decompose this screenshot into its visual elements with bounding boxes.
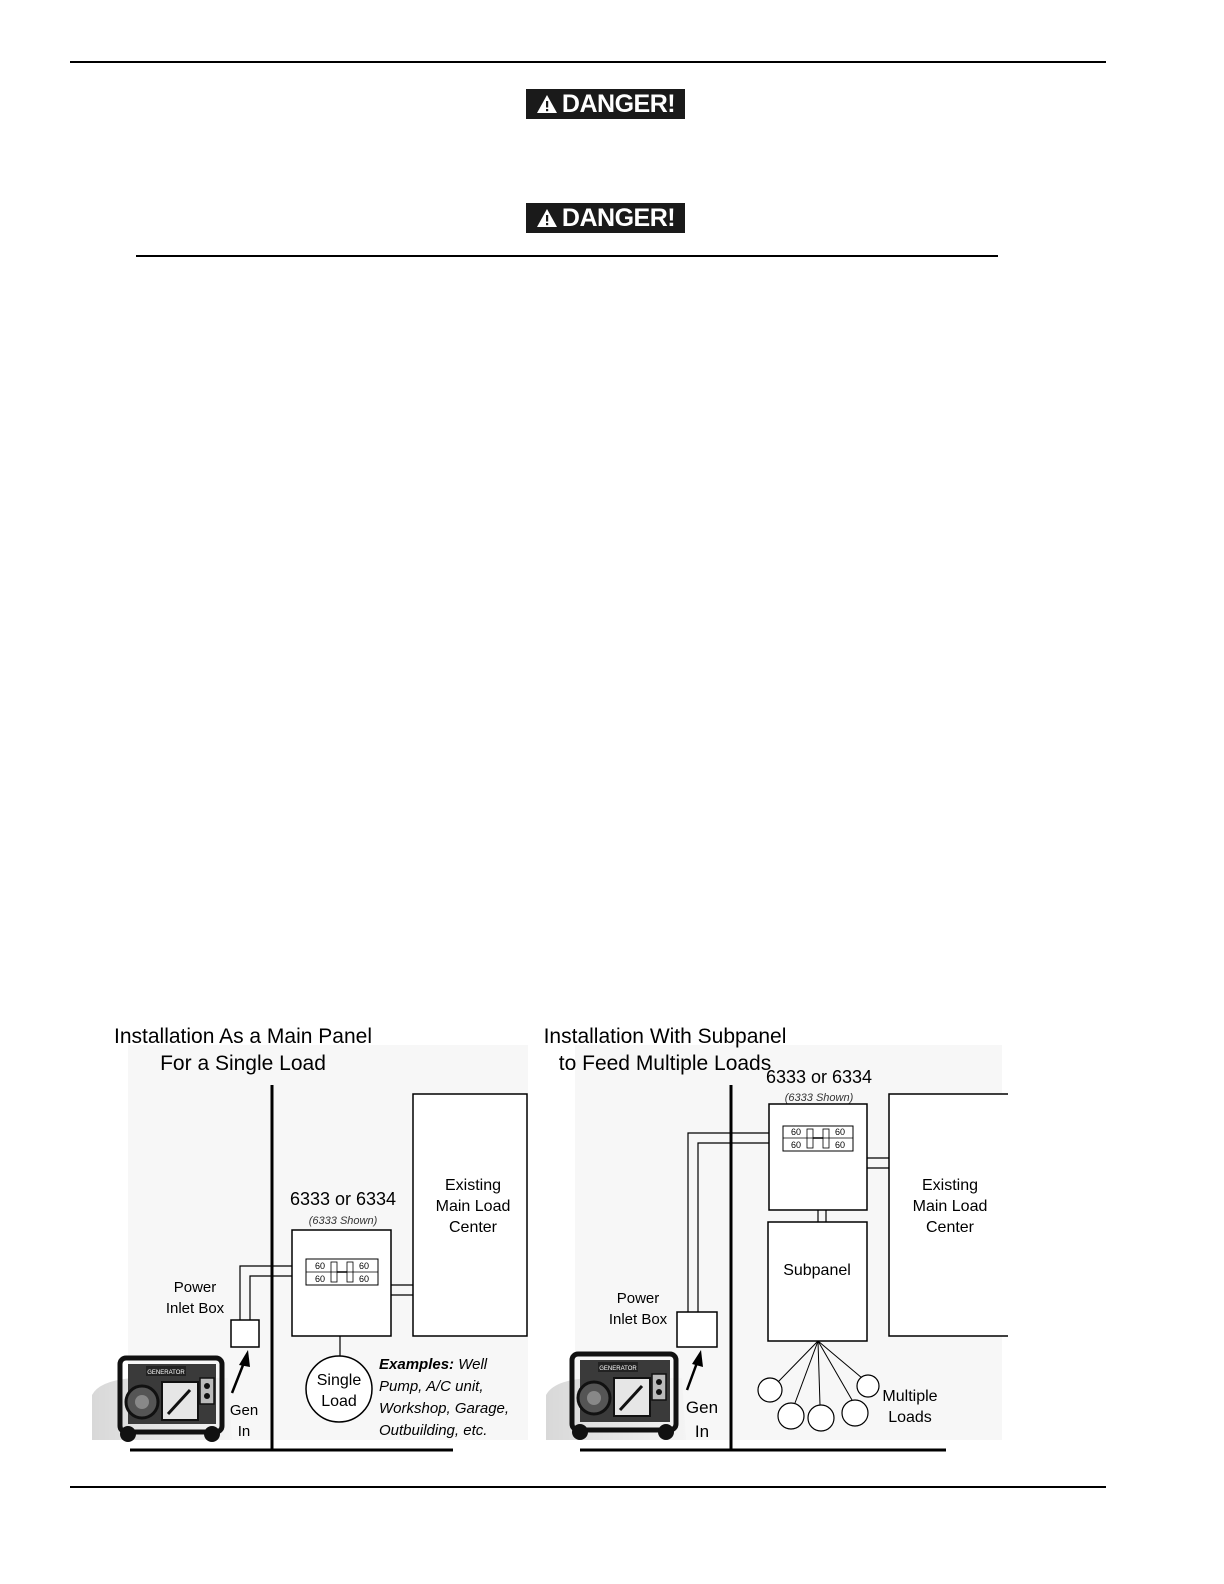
left-main-load-line2: Main Load (436, 1198, 511, 1215)
right-main-load-center (888, 1093, 1020, 1337)
danger-label: DANGER! (561, 203, 676, 232)
left-breaker-value: 60 (359, 1274, 369, 1284)
top-rule (70, 61, 1106, 63)
right-subpanel-label: Subpanel (783, 1262, 851, 1279)
left-inlet-line2: Inlet Box (166, 1300, 225, 1317)
right-main-load-line2: Main Load (913, 1198, 988, 1215)
section-rule (136, 255, 998, 257)
warning-icon (536, 95, 557, 113)
load-circle (807, 1404, 835, 1432)
warning-icon (536, 209, 557, 227)
left-model-label: 6333 or 6334 (290, 1189, 396, 1209)
bottom-rule (70, 1486, 1106, 1488)
left-main-load-line1: Existing (445, 1177, 501, 1194)
right-transfer-panel (768, 1103, 868, 1211)
right-power-inlet-box (676, 1311, 718, 1348)
danger-label: DANGER! (561, 89, 676, 118)
right-loads-line2: Loads (888, 1409, 932, 1426)
left-examples-line1: Examples: Well (379, 1356, 488, 1373)
left-main-load-center (412, 1093, 528, 1337)
right-breaker-value: 60 (791, 1127, 801, 1137)
left-single-load (305, 1355, 373, 1423)
left-gen-line1: Gen (230, 1402, 258, 1419)
right-loads-line1: Multiple (882, 1388, 937, 1405)
left-power-inlet-box (230, 1319, 260, 1348)
left-generator-illustration: GENERATOR (92, 1355, 232, 1442)
left-main-load-line3: Center (449, 1219, 498, 1236)
load-circle (777, 1402, 805, 1430)
left-breaker-value: 60 (315, 1274, 325, 1284)
right-title-line1: Installation With Subpanel (544, 1025, 787, 1048)
right-generator-badge: GENERATOR (599, 1366, 637, 1372)
right-breaker-value: 60 (791, 1140, 801, 1150)
right-gen-line1: Gen (686, 1398, 718, 1417)
right-title-line2: to Feed Multiple Loads (559, 1052, 771, 1075)
right-main-load-line1: Existing (922, 1177, 978, 1194)
left-generator-badge: GENERATOR (147, 1370, 185, 1376)
right-breaker-value: 60 (835, 1127, 845, 1137)
left-title-line1: Installation As a Main Panel (114, 1025, 372, 1048)
left-breaker-value: 60 (315, 1261, 325, 1271)
left-load-line1: Single (317, 1372, 362, 1389)
installation-figure: Installation As a Main Panel For a Singl… (88, 1018, 1020, 1458)
left-model-note: (6333 Shown) (309, 1215, 378, 1227)
right-subpanel (767, 1221, 868, 1342)
load-circle (841, 1399, 869, 1427)
right-breaker-value: 60 (835, 1140, 845, 1150)
danger-banner-top: DANGER! (526, 89, 685, 119)
right-inlet-line1: Power (617, 1290, 660, 1307)
left-examples-line2: Pump, A/C unit, (379, 1378, 484, 1395)
left-breaker-value: 60 (359, 1261, 369, 1271)
right-diagram: Installation With Subpanel to Feed Multi… (544, 1025, 1020, 1452)
right-breaker-block: 60 60 60 60 (782, 1125, 854, 1152)
left-examples-line4: Outbuilding, etc. (379, 1422, 487, 1439)
right-gen-line2: In (695, 1422, 709, 1441)
left-inlet-line1: Power (174, 1279, 217, 1296)
danger-banner-bottom: DANGER! (526, 203, 685, 233)
left-load-line2: Load (321, 1393, 357, 1410)
left-breaker-block: 60 60 60 60 (305, 1258, 379, 1286)
right-model-label: 6333 or 6334 (766, 1067, 872, 1087)
left-diagram: Installation As a Main Panel For a Singl… (92, 1025, 528, 1452)
left-gen-line2: In (238, 1423, 251, 1440)
right-generator-illustration: GENERATOR (546, 1351, 686, 1440)
left-examples-line3: Workshop, Garage, (379, 1400, 509, 1417)
right-multiple-loads (757, 1340, 880, 1432)
load-circle (757, 1377, 783, 1403)
right-inlet-line2: Inlet Box (609, 1311, 668, 1328)
right-model-note: (6333 Shown) (785, 1092, 854, 1104)
load-circle (856, 1374, 880, 1398)
right-main-load-line3: Center (926, 1219, 975, 1236)
left-title-line2: For a Single Load (160, 1052, 326, 1075)
